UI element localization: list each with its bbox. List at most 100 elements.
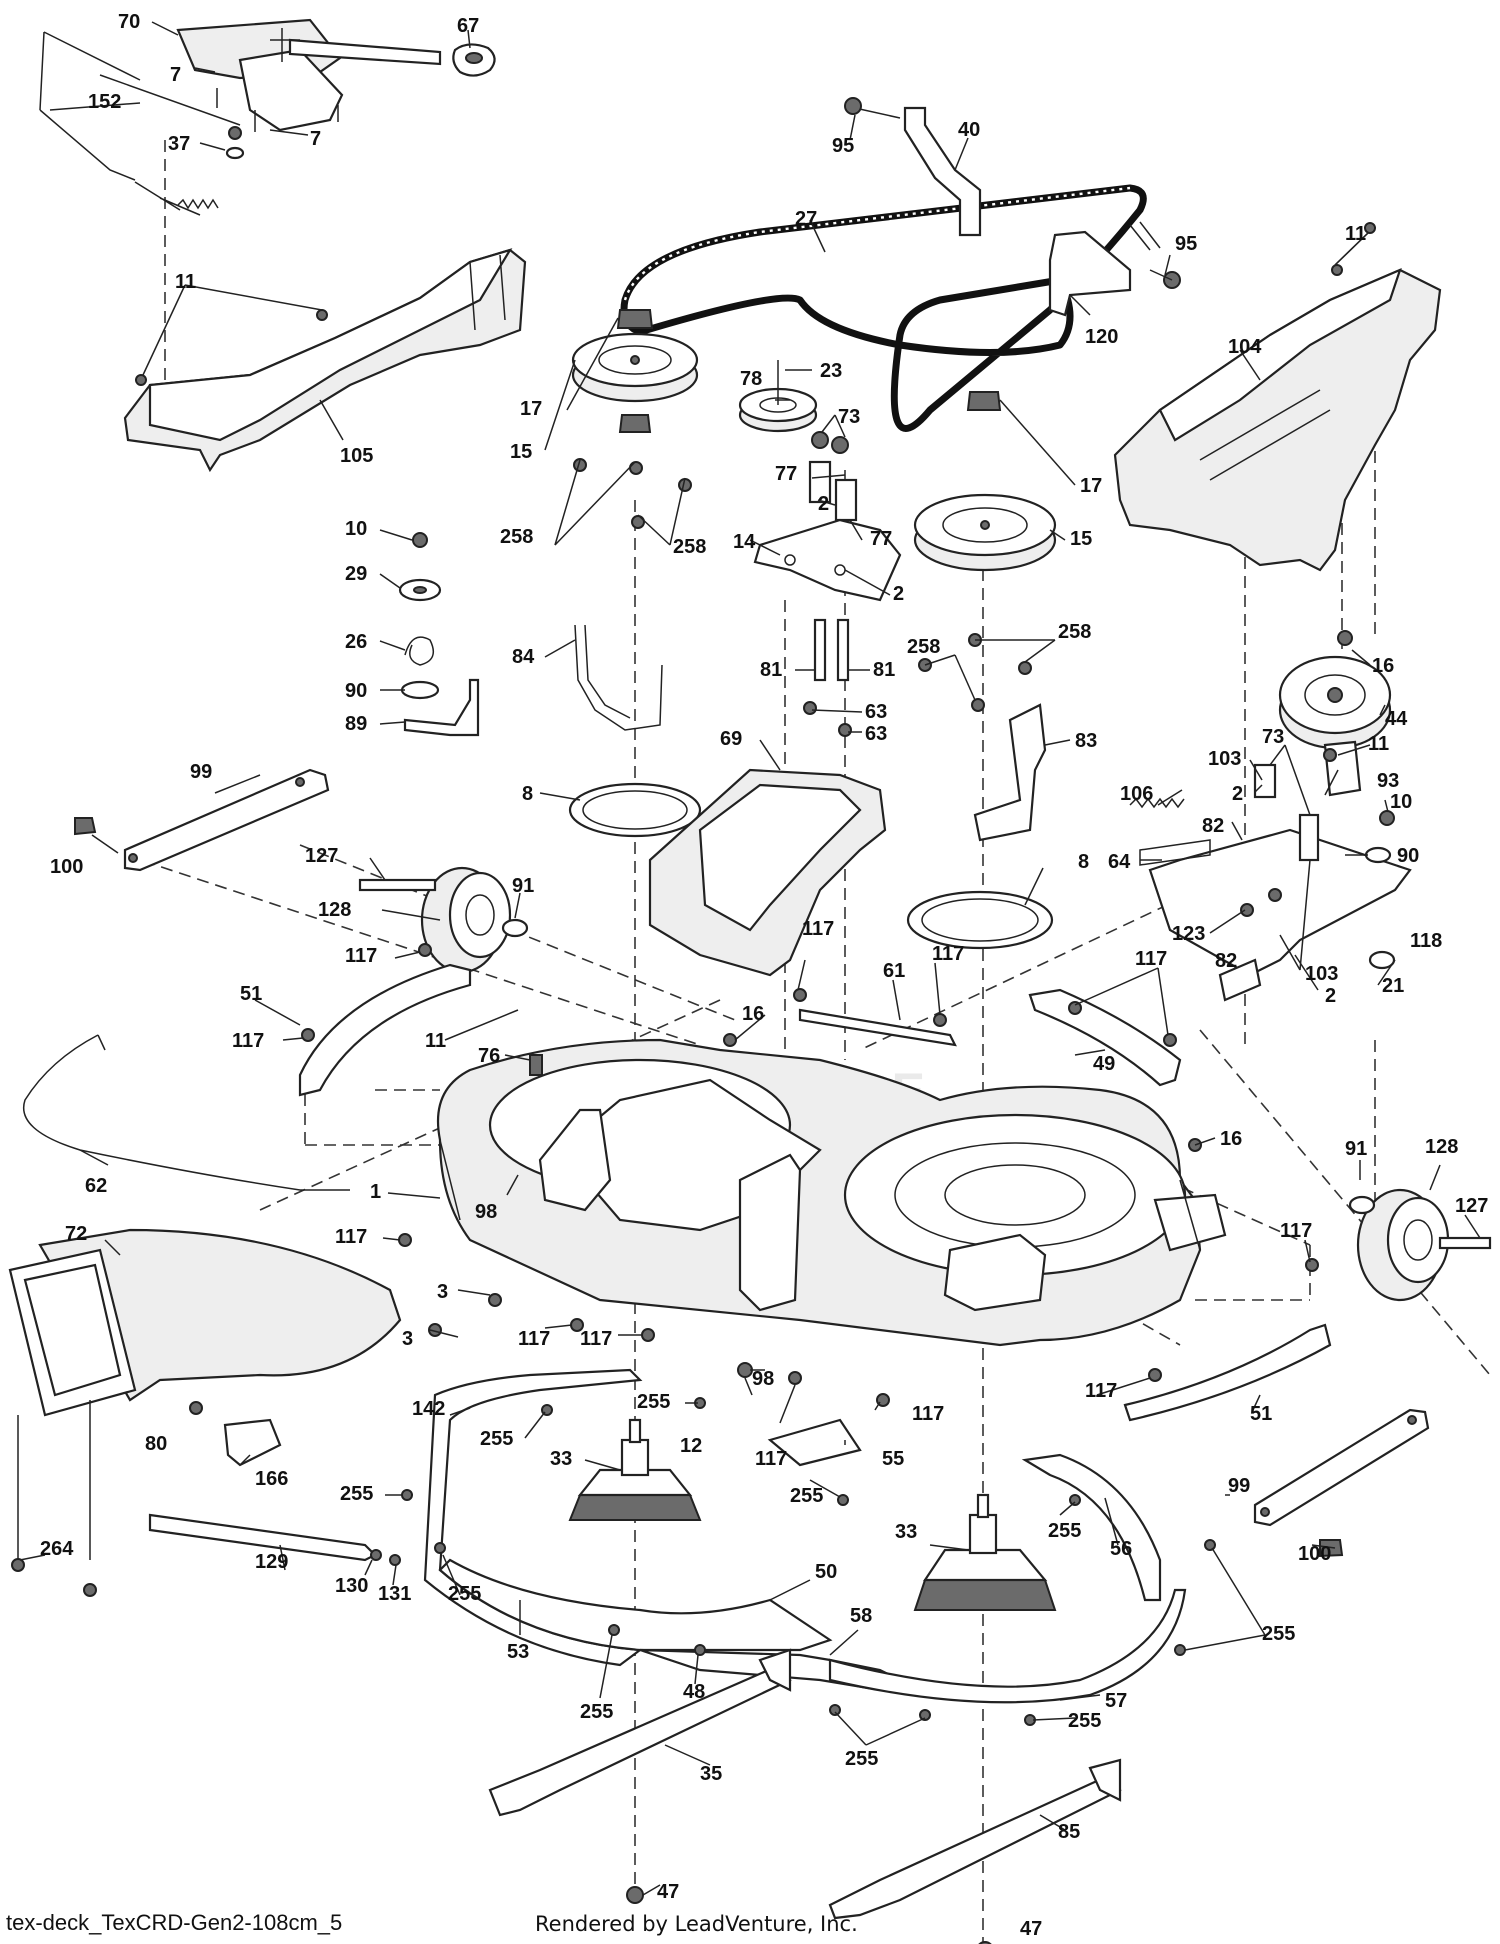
callout-90-a: 90 — [345, 680, 367, 702]
drive-belt — [620, 184, 1147, 432]
callout-11-c: 11 — [1368, 733, 1389, 755]
callout-56: 56 — [1110, 1538, 1132, 1560]
callout-117-f: 117 — [1280, 1220, 1312, 1242]
callout-258-c: 258 — [907, 636, 940, 658]
callout-77-a: 77 — [775, 463, 797, 485]
callout-82-b: 82 — [1215, 950, 1237, 972]
callout-11-a: 11 — [1345, 223, 1366, 245]
control-cable — [23, 1034, 350, 1191]
callout-50: 50 — [815, 1561, 837, 1583]
deck-brackets — [298, 963, 1332, 1422]
callout-73-b: 73 — [1262, 726, 1284, 748]
callout-255-g: 255 — [1262, 1623, 1295, 1645]
callout-117-k: 117 — [912, 1403, 944, 1425]
callout-255-f: 255 — [448, 1583, 481, 1605]
callout-117-c: 117 — [932, 943, 964, 965]
callout-58: 58 — [850, 1605, 872, 1627]
callout-117-j: 117 — [1085, 1380, 1117, 1402]
callout-57: 57 — [1105, 1690, 1127, 1712]
callout-99-a: 99 — [190, 761, 212, 783]
callout-120: 120 — [1085, 326, 1118, 348]
diagram-filename: tex-deck_TexCRD-Gen2-108cm_5 — [6, 1910, 343, 1935]
callout-44: 44 — [1385, 708, 1408, 730]
left-tension-hardware — [398, 532, 480, 737]
callout-78: 78 — [740, 368, 762, 390]
callout-106: 106 — [1120, 783, 1153, 805]
callout-82-a: 82 — [1202, 815, 1224, 837]
callout-84: 84 — [512, 646, 535, 668]
callout-117-l: 117 — [755, 1448, 787, 1470]
callout-127-b: 127 — [1455, 1195, 1488, 1217]
callout-258-a: 258 — [500, 526, 533, 548]
callout-15-b: 15 — [1070, 528, 1092, 550]
callout-67: 67 — [457, 15, 479, 37]
callout-15-a: 15 — [510, 441, 532, 463]
callout-129: 129 — [255, 1551, 288, 1573]
callout-255-a: 255 — [637, 1391, 670, 1413]
callout-labels: 70 67 152 7 7 37 95 40 27 95 120 11 11 1… — [40, 11, 1488, 1940]
callout-85: 85 — [1058, 1821, 1080, 1843]
fasteners — [301, 458, 1319, 1726]
leader-lines — [19, 21, 1481, 1896]
callout-62: 62 — [85, 1175, 107, 1197]
callout-16-a: 16 — [1372, 655, 1394, 677]
callout-8-a: 8 — [522, 783, 533, 805]
callout-91-a: 91 — [512, 875, 534, 897]
callout-33-a: 33 — [550, 1448, 572, 1470]
callout-89: 89 — [345, 713, 367, 735]
callout-2-a: 2 — [818, 493, 829, 515]
callout-258-b: 258 — [673, 536, 706, 558]
pulley-assembly — [571, 309, 1392, 750]
callout-95-b: 95 — [1175, 233, 1197, 255]
callout-70: 70 — [118, 11, 140, 33]
callout-255-d: 255 — [790, 1485, 823, 1507]
callout-12: 12 — [680, 1435, 702, 1457]
callout-21: 21 — [1382, 975, 1404, 997]
callout-117-a: 117 — [345, 945, 377, 967]
callout-128-b: 128 — [1425, 1136, 1458, 1158]
callout-80: 80 — [145, 1433, 167, 1455]
idler-bracket — [844, 97, 1181, 317]
callout-29: 29 — [345, 563, 367, 585]
callout-131: 131 — [378, 1583, 411, 1605]
callout-258-d: 258 — [1058, 621, 1091, 643]
callout-49: 49 — [1093, 1053, 1115, 1075]
callout-117-g: 117 — [335, 1226, 367, 1248]
callout-83: 83 — [1075, 730, 1097, 752]
callout-93: 93 — [1377, 770, 1399, 792]
callout-2-d: 2 — [1325, 985, 1336, 1007]
callout-47-a: 47 — [657, 1881, 679, 1903]
callout-117-h: 117 — [518, 1328, 550, 1350]
callout-10-a: 10 — [345, 518, 367, 540]
callout-255-j: 255 — [1068, 1710, 1101, 1732]
callout-16-c: 16 — [1220, 1128, 1242, 1150]
callout-1: 1 — [370, 1181, 381, 1203]
callout-17-b: 17 — [1080, 475, 1102, 497]
callout-90-b: 90 — [1397, 845, 1419, 867]
callout-23: 23 — [820, 360, 842, 382]
render-credit: Rendered by LeadVenture, Inc. — [535, 1912, 858, 1936]
lift-handle-assembly — [39, 18, 496, 216]
callout-64: 64 — [1108, 851, 1131, 873]
callout-100-b: 100 — [1298, 1543, 1331, 1565]
callout-3-a: 3 — [437, 1281, 448, 1303]
callout-152: 152 — [88, 91, 121, 113]
callout-11-b: 11 — [175, 271, 196, 293]
callout-77-b: 77 — [870, 528, 892, 550]
callout-69: 69 — [720, 728, 742, 750]
right-deck-cover — [1113, 222, 1442, 572]
callout-166: 166 — [255, 1468, 288, 1490]
callout-7-a: 7 — [170, 64, 181, 86]
callout-55: 55 — [882, 1448, 904, 1470]
callout-72: 72 — [65, 1223, 87, 1245]
callout-35: 35 — [700, 1763, 722, 1785]
callout-130: 130 — [335, 1575, 368, 1597]
callout-255-h: 255 — [580, 1701, 613, 1723]
callout-8-b: 8 — [1078, 851, 1089, 873]
callout-123: 123 — [1172, 923, 1205, 945]
callout-48: 48 — [683, 1681, 705, 1703]
callout-91-b: 91 — [1345, 1138, 1367, 1160]
callout-118: 118 — [1410, 930, 1442, 952]
callout-104: 104 — [1228, 336, 1262, 358]
callout-63-a: 63 — [865, 701, 887, 723]
